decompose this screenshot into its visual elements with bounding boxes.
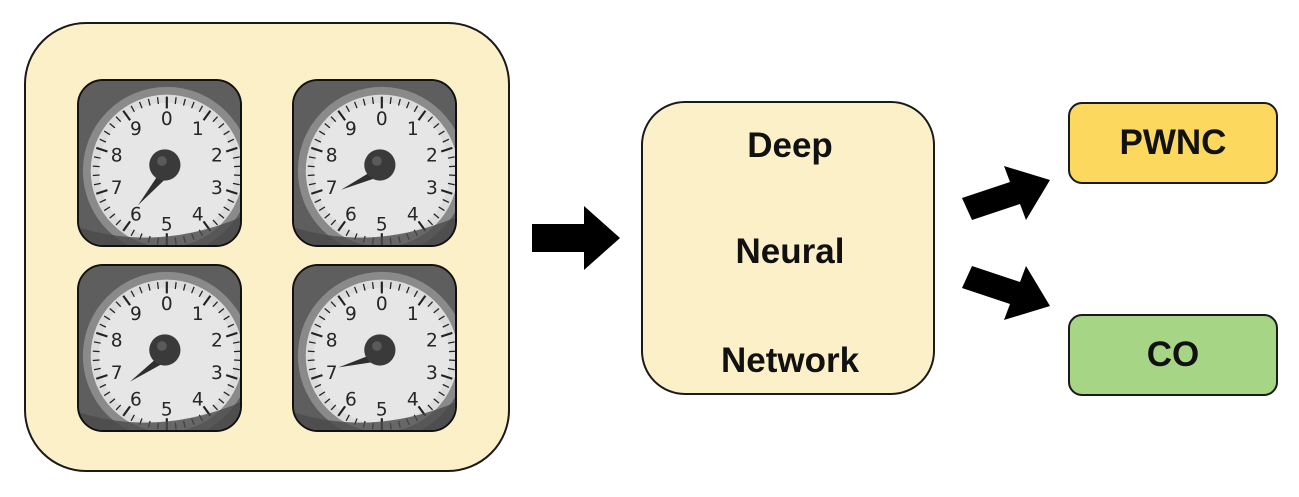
svg-text:0: 0 xyxy=(376,294,388,315)
svg-text:1: 1 xyxy=(407,304,419,325)
svg-text:7: 7 xyxy=(111,363,123,384)
svg-text:4: 4 xyxy=(407,389,419,410)
svg-text:4: 4 xyxy=(407,204,419,225)
svg-text:6: 6 xyxy=(345,204,357,225)
dnn-word-network: Network xyxy=(720,341,860,380)
svg-text:1: 1 xyxy=(192,119,204,140)
arrow-to-pwnc xyxy=(962,166,1050,220)
output-pwnc-box: PWNC xyxy=(1068,102,1278,184)
svg-text:7: 7 xyxy=(111,178,123,199)
arrow-to-co xyxy=(962,266,1050,320)
dnn-word-neural: Neural xyxy=(735,232,845,271)
svg-text:3: 3 xyxy=(211,363,223,384)
deep-neural-network-box: Deep Neural Network xyxy=(641,101,935,395)
svg-text:8: 8 xyxy=(326,145,338,166)
svg-text:0: 0 xyxy=(376,109,388,130)
svg-text:6: 6 xyxy=(130,204,142,225)
svg-text:3: 3 xyxy=(426,363,438,384)
svg-text:9: 9 xyxy=(130,119,142,140)
svg-text:2: 2 xyxy=(426,330,438,351)
svg-text:0: 0 xyxy=(161,109,173,130)
svg-text:8: 8 xyxy=(111,330,123,351)
svg-text:2: 2 xyxy=(426,145,438,166)
svg-text:8: 8 xyxy=(326,330,338,351)
svg-text:3: 3 xyxy=(211,178,223,199)
svg-text:3: 3 xyxy=(426,178,438,199)
svg-text:9: 9 xyxy=(130,304,142,325)
svg-text:1: 1 xyxy=(192,304,204,325)
svg-text:5: 5 xyxy=(376,214,388,235)
svg-text:2: 2 xyxy=(211,145,223,166)
svg-text:7: 7 xyxy=(326,363,338,384)
svg-text:5: 5 xyxy=(161,399,173,420)
svg-text:4: 4 xyxy=(192,204,204,225)
svg-text:9: 9 xyxy=(345,304,357,325)
svg-text:9: 9 xyxy=(345,119,357,140)
output-co-box: CO xyxy=(1068,314,1278,396)
svg-text:5: 5 xyxy=(376,399,388,420)
svg-text:4: 4 xyxy=(192,389,204,410)
dnn-word-deep: Deep xyxy=(747,126,833,165)
svg-text:5: 5 xyxy=(161,214,173,235)
arrow-to-network xyxy=(532,206,620,270)
svg-text:6: 6 xyxy=(345,389,357,410)
svg-text:6: 6 xyxy=(130,389,142,410)
svg-text:0: 0 xyxy=(161,294,173,315)
svg-text:7: 7 xyxy=(326,178,338,199)
svg-text:1: 1 xyxy=(407,119,419,140)
svg-text:8: 8 xyxy=(111,145,123,166)
svg-text:2: 2 xyxy=(211,330,223,351)
